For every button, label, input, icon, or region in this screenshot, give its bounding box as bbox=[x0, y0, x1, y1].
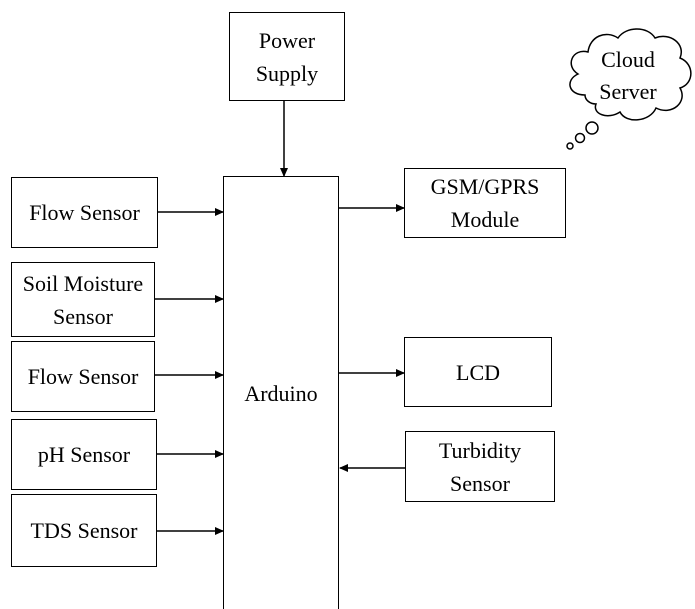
arduino-block: Arduino bbox=[223, 176, 339, 609]
flow-sensor-block-2: Flow Sensor bbox=[11, 341, 155, 412]
turbidity-sensor-block: Turbidity Sensor bbox=[405, 431, 555, 502]
tds-sensor-block: TDS Sensor bbox=[11, 494, 157, 567]
ph-sensor-block: pH Sensor bbox=[11, 419, 157, 490]
gsm-gprs-module-block: GSM/GPRS Module bbox=[404, 168, 566, 238]
soil-moisture-sensor-block: Soil Moisture Sensor bbox=[11, 262, 155, 337]
thought-bubble-small bbox=[566, 142, 574, 150]
cloud-server-label: Cloud Server bbox=[599, 47, 657, 104]
power-supply-block: Power Supply bbox=[229, 12, 345, 101]
flow-sensor-block-1: Flow Sensor bbox=[11, 177, 158, 248]
thought-bubble-large bbox=[585, 121, 599, 135]
cloud-icon bbox=[566, 28, 692, 150]
lcd-block: LCD bbox=[404, 337, 552, 407]
thought-bubble-medium bbox=[574, 132, 586, 144]
